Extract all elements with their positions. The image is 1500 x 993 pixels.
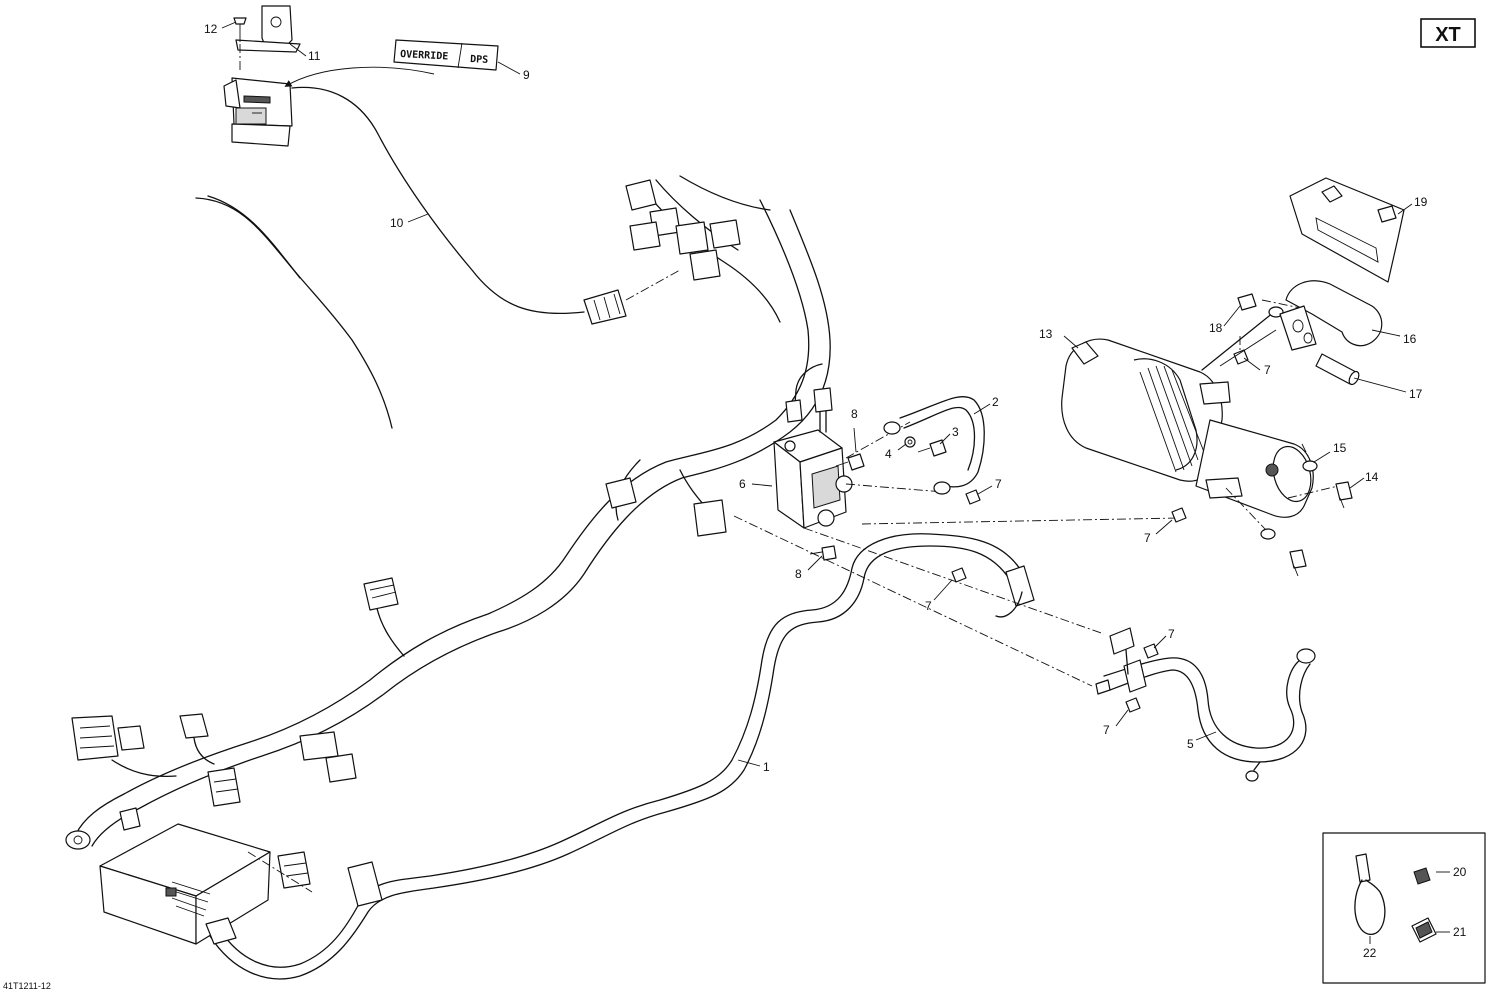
model-badge-text: XT	[1435, 24, 1461, 46]
battery-cable-part-1	[205, 533, 1035, 980]
callout-7-d: 7	[1103, 723, 1110, 737]
callout-21: 21	[1453, 925, 1467, 939]
callout-13: 13	[1039, 327, 1053, 341]
clip-part-21	[1411, 917, 1437, 943]
switch-cable-part-10	[291, 86, 681, 325]
washer-lower	[1260, 528, 1276, 540]
callout-7-e: 7	[1144, 531, 1151, 545]
callout-5: 5	[1187, 737, 1194, 751]
bolt-lower	[1289, 549, 1307, 577]
clip-part-20	[1413, 867, 1431, 885]
callout-14: 14	[1365, 470, 1379, 484]
fairlead-part-16	[1279, 280, 1383, 351]
decal-override-text: OVERRIDE	[400, 49, 449, 63]
switch-bracket-part-11	[235, 5, 301, 53]
callout-7-a: 7	[995, 477, 1002, 491]
callout-8-lower: 8	[795, 567, 802, 581]
winch-cable-part-5	[1095, 627, 1316, 782]
callout-22: 22	[1363, 946, 1377, 960]
document-id: 41T1211-12	[3, 981, 51, 991]
callout-4: 4	[885, 447, 892, 461]
cable-tie-part-22	[1354, 853, 1386, 935]
jumper-cable-part-2	[883, 396, 985, 495]
bolt-part-8-upper	[835, 453, 865, 471]
bolt-part-3	[917, 439, 947, 457]
callout-1: 1	[763, 760, 770, 774]
callout-3: 3	[952, 425, 959, 439]
override-switch	[223, 77, 293, 147]
nut-part-7-d	[1125, 697, 1141, 713]
screw-part-12	[233, 17, 247, 70]
callout-18: 18	[1209, 321, 1223, 335]
main-wiring-harness	[65, 175, 831, 850]
callout-11: 11	[308, 49, 321, 63]
nut-part-7-b	[951, 567, 967, 583]
callout-17: 17	[1409, 387, 1423, 401]
callout-12: 12	[204, 22, 218, 36]
nut-part-7-a	[965, 489, 981, 505]
callout-7-f: 7	[1264, 363, 1271, 377]
washer-part-15	[1302, 460, 1318, 472]
callout-labels: 12 11 9 10 1 2 3 4 8 8 6 7 7 7 7 7 7 5 1…	[204, 22, 1467, 960]
pin-part-17	[1315, 353, 1360, 386]
callout-19: 19	[1414, 195, 1428, 209]
bolt-part-14	[1335, 481, 1353, 509]
callout-20: 20	[1453, 865, 1467, 879]
callout-6: 6	[739, 477, 746, 491]
callout-7-b: 7	[925, 599, 932, 613]
model-badge: XT	[1420, 18, 1476, 48]
mounting-plate-part-19	[1289, 177, 1405, 283]
callout-8-upper: 8	[851, 407, 858, 421]
decal-part-9: OVERRIDE DPS	[393, 39, 499, 71]
nut-part-7-f	[1233, 349, 1249, 365]
ground-wire-part-18	[1201, 293, 1284, 371]
callout-15: 15	[1333, 441, 1347, 455]
bolt-part-8-lower	[809, 545, 837, 561]
nut-part-4	[904, 436, 916, 448]
decal-dps-text: DPS	[470, 54, 489, 66]
callout-7-c: 7	[1168, 627, 1175, 641]
callout-9: 9	[523, 68, 530, 82]
nut-part-7-e	[1171, 507, 1187, 523]
hardware-inset	[1322, 832, 1486, 984]
callout-16: 16	[1403, 332, 1417, 346]
battery	[99, 823, 271, 945]
solenoid-part-6	[773, 363, 853, 529]
callout-2: 2	[992, 395, 999, 409]
fuse-holder	[247, 851, 313, 893]
winch-part-13	[1061, 329, 1314, 518]
leader-lines	[221, 21, 1450, 944]
callout-10: 10	[390, 216, 404, 230]
